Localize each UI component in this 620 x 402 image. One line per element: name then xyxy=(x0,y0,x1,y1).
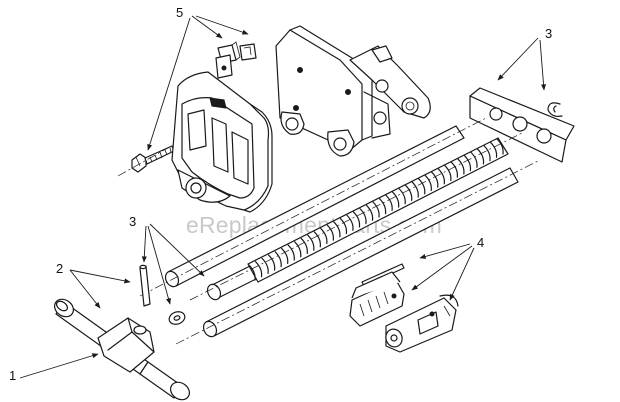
screw-thread xyxy=(248,264,256,281)
screw-thread xyxy=(346,214,354,231)
guide-rod-upper xyxy=(139,117,487,297)
screw-thread xyxy=(352,211,361,228)
screw-thread xyxy=(326,224,335,241)
callout-1: 1 xyxy=(9,368,17,383)
screw-thread xyxy=(313,231,321,248)
screw-thread xyxy=(418,178,426,195)
part-1-handle xyxy=(54,298,190,401)
part-3-end-plate xyxy=(469,87,575,163)
screw-thread xyxy=(267,254,276,271)
screw-thread xyxy=(378,198,387,215)
screw-thread xyxy=(300,237,308,255)
lead-screw xyxy=(189,131,525,301)
part-4-jaw-clamp xyxy=(349,271,405,327)
screw-thread xyxy=(372,201,380,218)
screw-thread xyxy=(294,241,302,258)
screw-thread xyxy=(391,191,400,208)
screw-thread xyxy=(333,221,341,238)
screw-thread xyxy=(307,234,315,251)
callout-3-top: 3 xyxy=(545,26,553,41)
guide-rod-lower xyxy=(175,159,541,345)
screw-thread xyxy=(339,217,348,235)
screw-thread xyxy=(320,227,328,245)
part-3-washer xyxy=(168,311,186,325)
vise-jaw-face xyxy=(171,71,273,213)
screw-thread xyxy=(287,244,295,261)
screw-thread xyxy=(281,247,289,265)
screw-thread xyxy=(496,138,504,155)
callout-2: 2 xyxy=(56,261,64,276)
screw-thread xyxy=(385,194,393,211)
part-4-coupling xyxy=(385,294,459,353)
screw-thread xyxy=(476,148,485,165)
screw-thread xyxy=(365,204,374,221)
callout-3-mid: 3 xyxy=(129,214,137,229)
part-3-retaining-clip xyxy=(547,102,563,117)
callout-4: 4 xyxy=(477,235,485,250)
screw-thread xyxy=(463,154,472,172)
rear-mount-bracket xyxy=(275,25,431,157)
part-3-pin xyxy=(139,264,151,307)
screw-thread xyxy=(470,151,478,168)
screw-thread xyxy=(450,161,459,178)
screw-thread xyxy=(254,261,263,278)
screw-thread xyxy=(444,164,452,182)
screw-thread xyxy=(411,181,419,198)
part-5-small-blocks xyxy=(215,41,257,79)
callout-5: 5 xyxy=(176,5,184,20)
screw-thread xyxy=(398,188,406,205)
screw-thread xyxy=(489,141,498,158)
screw-thread xyxy=(405,184,413,202)
leader-lines xyxy=(19,15,547,379)
screw-thread xyxy=(359,208,367,225)
screw-thread xyxy=(457,158,465,175)
screw-thread xyxy=(424,174,432,192)
screw-thread xyxy=(483,145,491,162)
screw-thread xyxy=(274,251,282,268)
screw-thread xyxy=(431,171,439,188)
screw-thread xyxy=(261,257,269,274)
screw-thread xyxy=(437,168,445,185)
